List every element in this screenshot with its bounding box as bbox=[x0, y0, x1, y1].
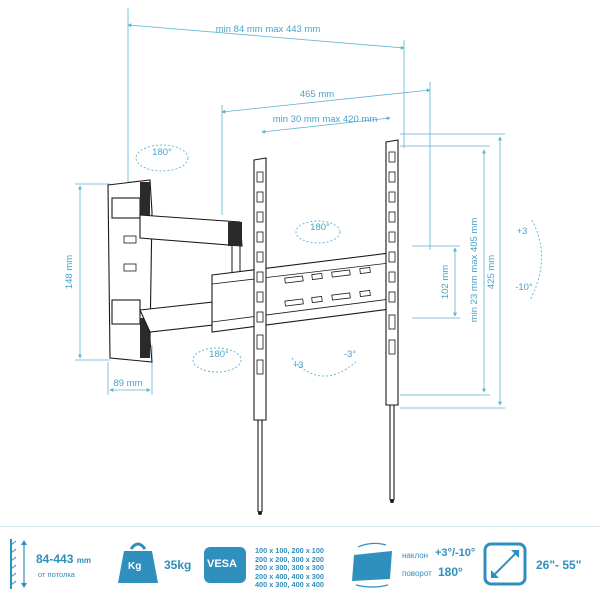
svg-text:+3: +3 bbox=[517, 226, 528, 237]
svg-text:180°: 180° bbox=[152, 147, 172, 158]
vertical-bracket-right bbox=[385, 139, 399, 503]
spec-distance: 84-443 mm от потолка bbox=[0, 527, 110, 601]
dim-bracket-height: 425 mm bbox=[400, 133, 505, 409]
svg-text:min 23 mm max 405 mm: min 23 mm max 405 mm bbox=[469, 218, 480, 323]
spec-vesa: VESA bbox=[200, 527, 340, 601]
ceiling-distance-icon bbox=[10, 539, 27, 589]
vesa-size-row: 100 x 100, 200 x 100 bbox=[255, 546, 324, 555]
dim-vertical-range: min 23 mm max 405 mm bbox=[400, 145, 490, 396]
vesa-size-row: 400 x 300, 400 x 400 bbox=[255, 580, 324, 590]
wall-plate bbox=[107, 179, 153, 363]
svg-text:+3: +3 bbox=[293, 360, 304, 371]
distance-note: от потолка bbox=[38, 570, 75, 579]
vesa-sizes-list: 100 x 100, 200 x 100 200 x 200, 300 x 20… bbox=[255, 546, 337, 590]
svg-text:180°: 180° bbox=[209, 349, 229, 360]
dim-plate-range: min 30 mm max 420 mm bbox=[261, 114, 391, 134]
weight-icon-label: Kg bbox=[128, 561, 142, 572]
svg-text:148 mm: 148 mm bbox=[64, 255, 75, 289]
svg-text:min 84 mm max 443 mm: min 84 mm max 443 mm bbox=[216, 24, 321, 35]
vesa-size-row: 200 x 200, 300 x 200 bbox=[255, 554, 324, 564]
rotation-mid-indicator: 180° bbox=[295, 220, 341, 244]
rotation-wall-indicator: 180° bbox=[135, 144, 189, 172]
spec-weight: Kg 35kg bbox=[112, 527, 202, 601]
spec-tilt-swivel: наклон +3°/-10° поворот 180° bbox=[342, 527, 476, 601]
dim-wall-plate-height: 148 mm bbox=[64, 183, 110, 361]
tilt-left-indicator: +3 -3° bbox=[291, 349, 356, 377]
mount-diagram: min 84 mm max 443 mm 465 mm min 30 mm ma… bbox=[64, 8, 542, 515]
dim-retract-range: min 84 mm max 443 mm bbox=[127, 8, 405, 185]
svg-text:-3°: -3° bbox=[344, 349, 356, 360]
distance-value: 84-443 bbox=[36, 552, 74, 566]
weight-icon bbox=[118, 542, 158, 583]
rotation-bottom-indicator: 180° bbox=[192, 347, 242, 373]
spec-screen-size: 26"- 55" bbox=[476, 527, 600, 601]
tilt-label: наклон bbox=[402, 551, 429, 560]
svg-text:102 mm: 102 mm bbox=[440, 265, 451, 299]
distance-unit: mm bbox=[76, 556, 91, 565]
svg-text:min 30 mm max 420 mm: min 30 mm max 420 mm bbox=[273, 114, 378, 125]
vesa-label: VESA bbox=[207, 558, 237, 570]
tilt-right-indicator: +3 -10° bbox=[515, 219, 542, 301]
dim-wall-plate-depth: 89 mm bbox=[107, 345, 153, 395]
dim-rail-height: 102 mm bbox=[412, 245, 460, 319]
svg-text:89 mm: 89 mm bbox=[113, 378, 142, 389]
vesa-icon bbox=[204, 547, 246, 583]
screen-diagonal-icon bbox=[483, 542, 527, 586]
svg-text:180°: 180° bbox=[310, 222, 330, 233]
screen-size-value: 26"- 55" bbox=[536, 558, 582, 572]
dim-plate-width: 465 mm bbox=[221, 82, 431, 250]
tv-tilt-icon bbox=[352, 542, 392, 588]
vertical-bracket-left bbox=[253, 157, 267, 515]
svg-text:425 mm: 425 mm bbox=[486, 255, 497, 289]
vesa-size-row: 200 x 400, 400 x 300 bbox=[255, 571, 324, 581]
weight-value: 35kg bbox=[164, 558, 192, 572]
swivel-label: поворот bbox=[402, 569, 432, 578]
swivel-value: 180° bbox=[438, 565, 463, 579]
vesa-size-row: 200 x 300, 300 x 300 bbox=[255, 563, 324, 573]
spec-footer: 84-443 mm от потолка Kg 35kg VESA 100 x … bbox=[0, 526, 600, 601]
svg-text:-10°: -10° bbox=[515, 282, 533, 293]
svg-text:465 mm: 465 mm bbox=[300, 89, 334, 100]
tilt-value: +3°/-10° bbox=[435, 547, 476, 559]
